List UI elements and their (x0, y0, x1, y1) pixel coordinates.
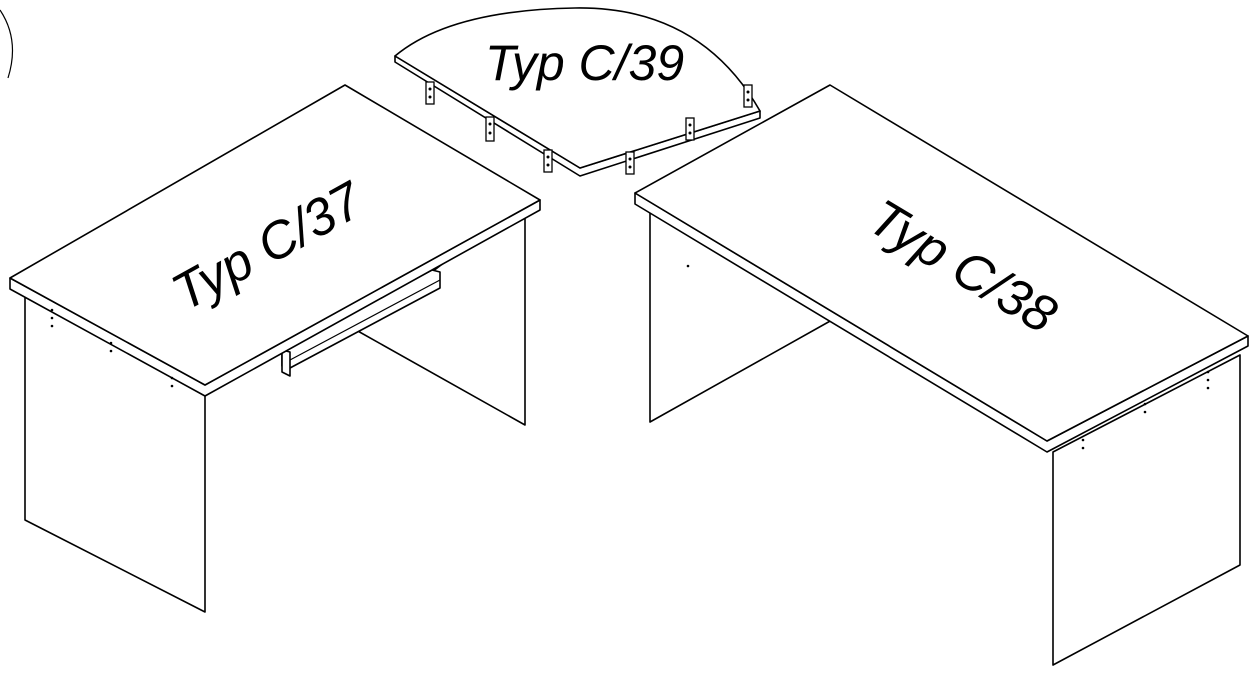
corner-piece-top (394, 7, 761, 169)
left-desk-c37: Typ C/37 (9, 84, 541, 613)
decorative-arc (0, 9, 14, 79)
bracket (625, 151, 635, 175)
right-desk-top (634, 84, 1249, 442)
right-desk-c38: Typ C/38 (634, 84, 1249, 666)
corner-piece-label: Typ C/39 (485, 35, 684, 91)
right-desk-front-leg (1052, 354, 1241, 666)
bracket (543, 149, 553, 173)
bracket (425, 81, 435, 105)
left-desk-rail-post (281, 349, 291, 377)
left-desk-top (9, 84, 541, 386)
corner-piece-c39: Typ C/39 (394, 7, 761, 177)
bracket (743, 84, 753, 108)
bracket (485, 116, 495, 142)
corner-brackets (425, 81, 753, 175)
bracket (685, 117, 695, 141)
